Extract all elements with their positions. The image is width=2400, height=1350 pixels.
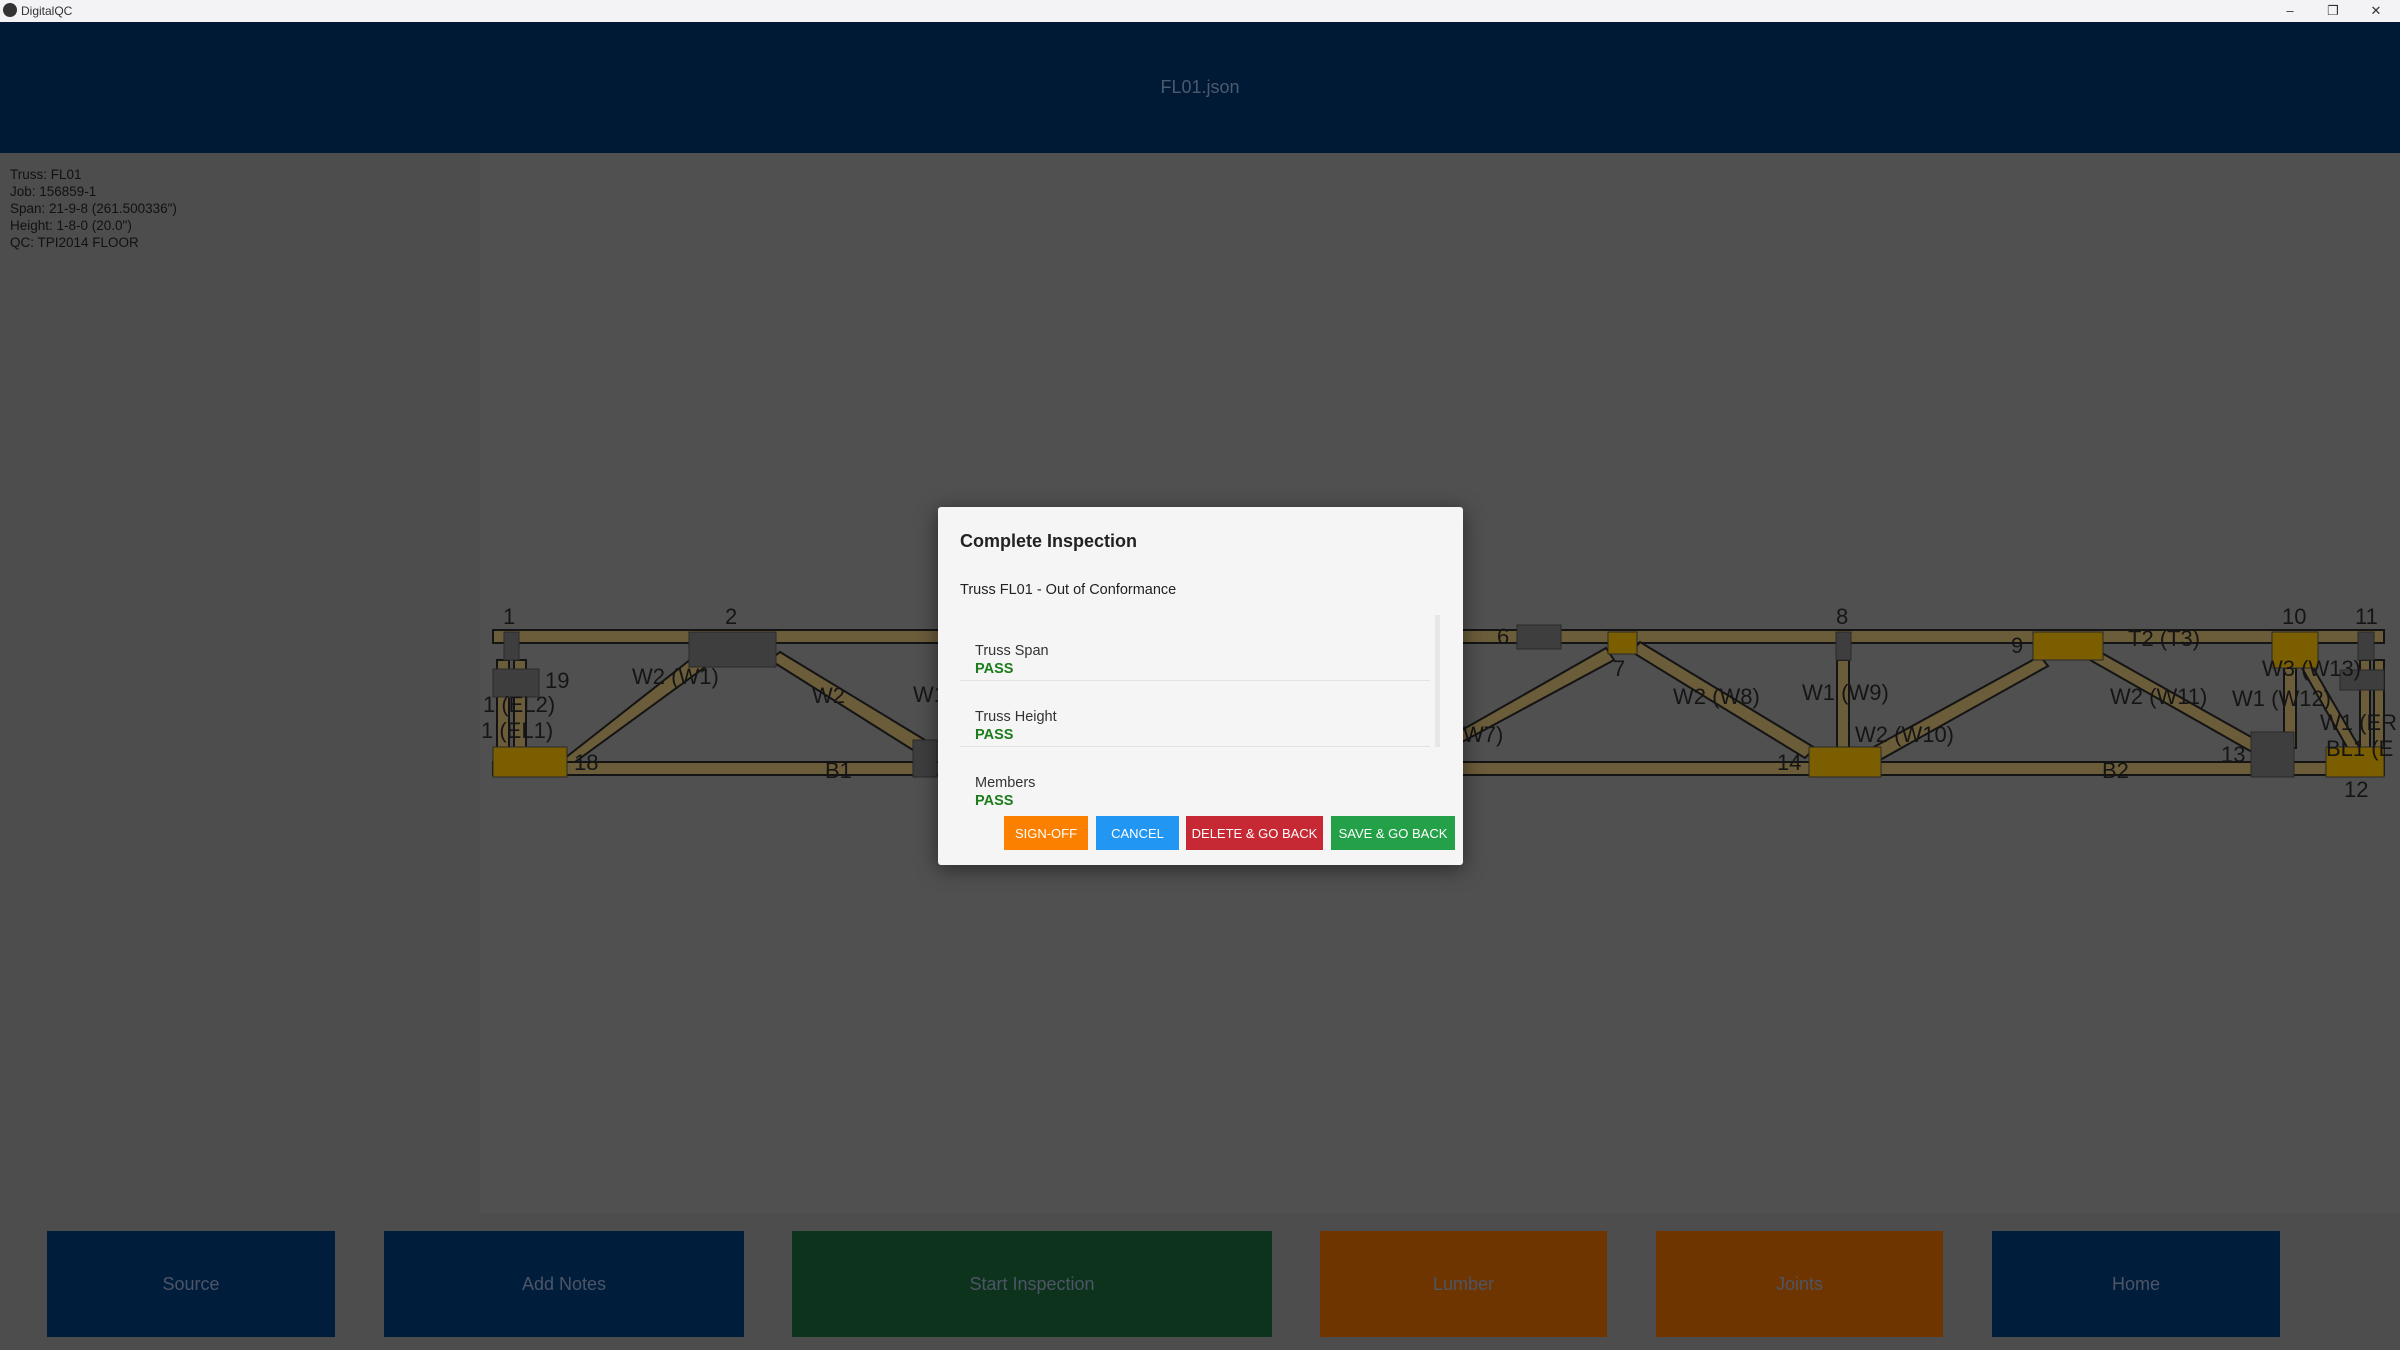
joint-label: 6 — [1497, 624, 1509, 649]
minimize-button[interactable]: – — [2286, 3, 2294, 18]
member-label: W7) — [1463, 722, 1503, 747]
joint-label: 2 — [725, 604, 737, 629]
info-qc: QC: TPI2014 FLOOR — [10, 235, 139, 250]
close-window-button[interactable]: ✕ — [2370, 3, 2382, 18]
sign-off-button[interactable]: SIGN-OFF — [1004, 816, 1088, 850]
member-label: W1 (W9) — [1802, 680, 1889, 705]
joint-label: 13 — [2221, 742, 2245, 767]
app-name: DigitalQC — [21, 4, 73, 18]
plate-12 — [2325, 746, 2385, 778]
plate-1 — [503, 631, 520, 661]
lumber-button[interactable]: Lumber — [1320, 1231, 1607, 1337]
complete-inspection-dialog: Complete Inspection Truss FL01 - Out of … — [938, 507, 1463, 865]
list-item: Truss Height PASS — [960, 681, 1430, 747]
info-height: Height: 1-8-0 (20.0") — [10, 218, 132, 233]
joint-label: 14 — [1777, 750, 1801, 775]
file-title: FL01.json — [1160, 77, 1240, 97]
plate-11 — [2357, 631, 2375, 661]
item-name: Members — [975, 775, 1036, 791]
plate-8 — [1835, 631, 1852, 661]
plate-11b — [2339, 669, 2385, 691]
member-label: B2 — [2102, 758, 2129, 783]
plate-7 — [1607, 631, 1638, 655]
header-bar: FL01.json — [0, 22, 2400, 153]
info-job: Job: 156859-1 — [10, 184, 97, 199]
plate-5 — [912, 739, 938, 778]
member-label: T2 (T3) — [2128, 626, 2200, 651]
plate-2 — [688, 631, 777, 668]
web-w9 — [1836, 659, 1850, 751]
item-name: Truss Span — [975, 643, 1049, 659]
list-item: Members PASS — [960, 747, 1430, 813]
member-label: 1 (EL2) — [483, 692, 555, 717]
dialog-subtitle: Truss FL01 - Out of Conformance — [960, 582, 1177, 598]
app-logo-icon — [3, 3, 17, 17]
dialog-title: Complete Inspection — [960, 531, 1138, 551]
joint-label: 8 — [1836, 604, 1848, 629]
joint-label: 19 — [545, 668, 569, 693]
joint-label: 18 — [574, 750, 598, 775]
source-button[interactable]: Source — [47, 1231, 335, 1337]
delete-go-back-button[interactable]: DELETE & GO BACK — [1186, 816, 1323, 850]
plate-13 — [2250, 731, 2295, 778]
info-span: Span: 21-9-8 (261.500336") — [10, 201, 177, 216]
joint-label: 11 — [2355, 604, 2378, 629]
joint-label: 10 — [2282, 604, 2306, 629]
home-button[interactable]: Home — [1992, 1231, 2280, 1337]
list-item: Truss Span PASS — [960, 615, 1430, 681]
member-label: B1 — [825, 758, 852, 783]
truss-info: Truss: FL01 Job: 156859-1 Span: 21-9-8 (… — [10, 166, 177, 251]
member-label: W1 (W12) — [2232, 686, 2331, 711]
joint-label: 12 — [2344, 777, 2368, 802]
plate-18 — [492, 746, 568, 778]
add-notes-button[interactable]: Add Notes — [384, 1231, 744, 1337]
plate-6 — [1516, 624, 1562, 650]
info-truss: Truss: FL01 — [10, 167, 82, 182]
list-scrollbar[interactable] — [1435, 615, 1440, 747]
web-w2 — [768, 650, 927, 752]
status-badge: PASS — [975, 661, 1014, 677]
member-label: W2 (W10) — [1855, 722, 1954, 747]
maximize-button[interactable]: ❐ — [2327, 3, 2339, 18]
member-label: BL1 (E — [2326, 736, 2393, 761]
start-inspection-button[interactable]: Start Inspection — [792, 1231, 1272, 1337]
member-label: 1 (EL1) — [481, 718, 553, 743]
member-label: W2 (W1) — [632, 664, 719, 689]
status-badge: PASS — [975, 793, 1014, 809]
member-label: W1 (ER — [2320, 710, 2397, 735]
plate-9 — [2032, 631, 2104, 661]
save-go-back-button[interactable]: SAVE & GO BACK — [1331, 816, 1455, 850]
member-label: W2 — [812, 683, 845, 708]
item-name: Truss Height — [975, 709, 1057, 725]
status-badge: PASS — [975, 727, 1014, 743]
joint-label: 9 — [2011, 633, 2023, 658]
plate-14 — [1808, 746, 1882, 778]
member-label: W2 (W11) — [2110, 684, 2207, 709]
joint-label: 1 — [503, 604, 515, 629]
cancel-button[interactable]: CANCEL — [1096, 816, 1179, 850]
plate-10 — [2271, 631, 2319, 669]
inspection-results-list[interactable]: Truss Span PASS Truss Height PASS Member… — [960, 615, 1430, 813]
plate-19 — [492, 668, 540, 698]
joints-button[interactable]: Joints — [1656, 1231, 1943, 1337]
member-label: W3 (W13) — [2262, 656, 2361, 681]
joint-label: 7 — [1613, 656, 1625, 681]
member-label: W2 (W8) — [1673, 684, 1760, 709]
